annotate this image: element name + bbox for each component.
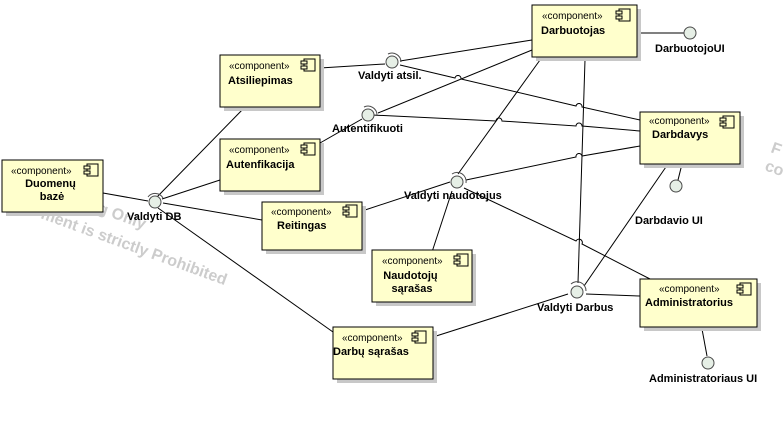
component-duomenu-baze[interactable]: «component» Duomenų bazė bbox=[1, 159, 104, 216]
component-name: Naudotojų sąrašas bbox=[383, 270, 440, 295]
conn-darbuotojas-valdyti-naudotojus bbox=[457, 59, 541, 175]
conn-valdyti-naudotojus-sarasas bbox=[431, 190, 453, 253]
interface-autentifikuoti[interactable]: Autentifikuoti bbox=[332, 105, 403, 135]
interface-ball-icon bbox=[450, 175, 464, 189]
component-name-line-1: Duomenų bbox=[25, 178, 76, 190]
component-name: Administratorius bbox=[645, 297, 733, 309]
conn-duomenu-baze-valdyti-db bbox=[102, 192, 149, 202]
component-icon bbox=[342, 204, 358, 218]
component-reitingas[interactable]: «component» Reitingas bbox=[261, 201, 366, 254]
interface-socket-icon bbox=[570, 281, 587, 292]
conn-valdyti-naudotojus-darbdavys bbox=[465, 145, 641, 181]
component-name-line-2: bazė bbox=[40, 191, 64, 203]
interface-label: Valdyti Darbus bbox=[537, 302, 613, 314]
interface-label: Darbdavio UI bbox=[635, 215, 703, 227]
component-stereotype: «component» bbox=[11, 166, 72, 177]
interface-label: Valdyti naudotojus bbox=[404, 190, 502, 202]
interface-darbdavio-ui[interactable]: Darbdavio UI bbox=[635, 179, 703, 227]
conn-autentifikuoti-darbdavys bbox=[371, 114, 641, 132]
component-stereotype: «component» bbox=[659, 284, 720, 295]
components: «component» Darbuotojas «component» Atsi… bbox=[1, 4, 761, 383]
component-darbuotojas[interactable]: «component» Darbuotojas bbox=[531, 4, 641, 61]
interface-administratoriaus-ui[interactable]: Administratoriaus UI bbox=[649, 356, 757, 385]
conn-valdyti-darbus-administratorius bbox=[585, 293, 641, 297]
interface-socket-icon bbox=[451, 171, 467, 184]
conn-darbu-sarasas-valdyti-darbus bbox=[432, 293, 569, 338]
component-name: Autenfikacija bbox=[226, 159, 295, 171]
interface-ball-icon bbox=[701, 356, 715, 370]
interface-ball-icon bbox=[669, 179, 683, 193]
interface-socket-icon bbox=[387, 52, 402, 63]
conn-autenfikacija-valdyti-db bbox=[161, 179, 221, 200]
interface-label: Valdyti DB bbox=[127, 211, 181, 223]
connectors bbox=[102, 32, 708, 357]
watermark-line-4: co bbox=[763, 158, 784, 180]
interface-ball-icon bbox=[683, 26, 697, 40]
component-name: Reitingas bbox=[277, 220, 327, 232]
interface-label: Administratoriaus UI bbox=[649, 373, 757, 385]
component-icon bbox=[300, 142, 316, 156]
conn-reitingas-valdyti-naudotojus bbox=[361, 181, 451, 212]
component-stereotype: «component» bbox=[382, 256, 443, 267]
interface-label: Valdyti atsil. bbox=[358, 70, 422, 82]
component-stereotype: «component» bbox=[229, 61, 290, 72]
conn-darbdavys-valdyti-darbus bbox=[583, 163, 669, 287]
watermark-line-3: F bbox=[769, 140, 784, 159]
conn-darbuotojas-valdyti-atsil bbox=[399, 39, 533, 62]
component-stereotype: «component» bbox=[342, 333, 403, 344]
interface-ball-icon bbox=[148, 195, 162, 209]
interfaces: DarbuotojoUI Valdyti atsil. Autentifikuo… bbox=[127, 26, 757, 385]
conn-atsiliepimas-valdyti-atsil bbox=[319, 63, 386, 69]
conn-valdyti-naudotojus-administratorius bbox=[463, 187, 653, 281]
interface-ball-icon bbox=[570, 285, 584, 299]
interface-ball-icon bbox=[361, 108, 375, 122]
component-stereotype: «component» bbox=[271, 207, 332, 218]
component-darbu-sarasas[interactable]: «component» Darbų sąrašas bbox=[332, 326, 437, 383]
interface-socket-icon bbox=[147, 192, 164, 199]
conn-administratorius-ui bbox=[701, 328, 708, 357]
conn-darbuotojas-autentifikuoti bbox=[377, 49, 533, 114]
component-name: Duomenų bazė bbox=[25, 178, 79, 203]
component-administratorius[interactable]: «component» Administratorius bbox=[639, 278, 761, 331]
component-name: Darbuotojas bbox=[541, 25, 605, 37]
component-stereotype: «component» bbox=[542, 11, 603, 22]
component-icon bbox=[300, 58, 316, 72]
component-icon bbox=[411, 330, 427, 344]
conn-autenfikacija-autentifikuoti bbox=[319, 118, 363, 144]
component-icon bbox=[453, 253, 469, 267]
interface-ball-icon bbox=[385, 55, 399, 69]
component-stereotype: «component» bbox=[229, 145, 290, 156]
conn-valdyti-atsil-darbdavys bbox=[399, 64, 641, 121]
interface-socket-icon bbox=[363, 105, 378, 116]
component-name-line-2: sąrašas bbox=[392, 283, 433, 295]
component-icon bbox=[83, 163, 99, 177]
component-naudotoju-sarasas[interactable]: «component» Naudotojų sąrašas bbox=[371, 249, 476, 306]
component-name: Darbų sąrašas bbox=[333, 346, 409, 358]
interface-label: Autentifikuoti bbox=[332, 123, 403, 135]
component-name: Darbdavys bbox=[652, 129, 708, 141]
interface-valdyti-naudotojus[interactable]: Valdyti naudotojus bbox=[404, 171, 502, 202]
component-icon bbox=[736, 282, 752, 296]
component-name-line-1: Naudotojų bbox=[383, 270, 437, 282]
interface-valdyti-atsil[interactable]: Valdyti atsil. bbox=[358, 52, 422, 82]
component-icon bbox=[719, 115, 735, 129]
component-stereotype: «component» bbox=[649, 116, 710, 127]
component-darbdavys[interactable]: «component» Darbdavys bbox=[639, 111, 744, 168]
conn-darbuotojas-valdyti-darbus bbox=[577, 59, 586, 284]
component-atsiliepimas[interactable]: «component» Atsiliepimas bbox=[219, 54, 324, 111]
interface-label: DarbuotojoUI bbox=[655, 43, 725, 55]
conn-valdyti-db-darbu-sarasas bbox=[157, 207, 334, 333]
component-icon bbox=[615, 8, 631, 22]
component-autentifikacija[interactable]: «component» Autenfikacija bbox=[219, 138, 324, 195]
interface-darbuotojo-ui[interactable]: DarbuotojoUI bbox=[655, 26, 725, 55]
component-name: Atsiliepimas bbox=[228, 75, 293, 87]
conn-atsiliepimas-valdyti-db bbox=[156, 106, 246, 198]
interface-valdyti-darbus[interactable]: Valdyti Darbus bbox=[537, 281, 613, 314]
conn-valdyti-db-reitingas bbox=[162, 202, 263, 221]
interface-valdyti-db[interactable]: Valdyti DB bbox=[127, 192, 181, 223]
